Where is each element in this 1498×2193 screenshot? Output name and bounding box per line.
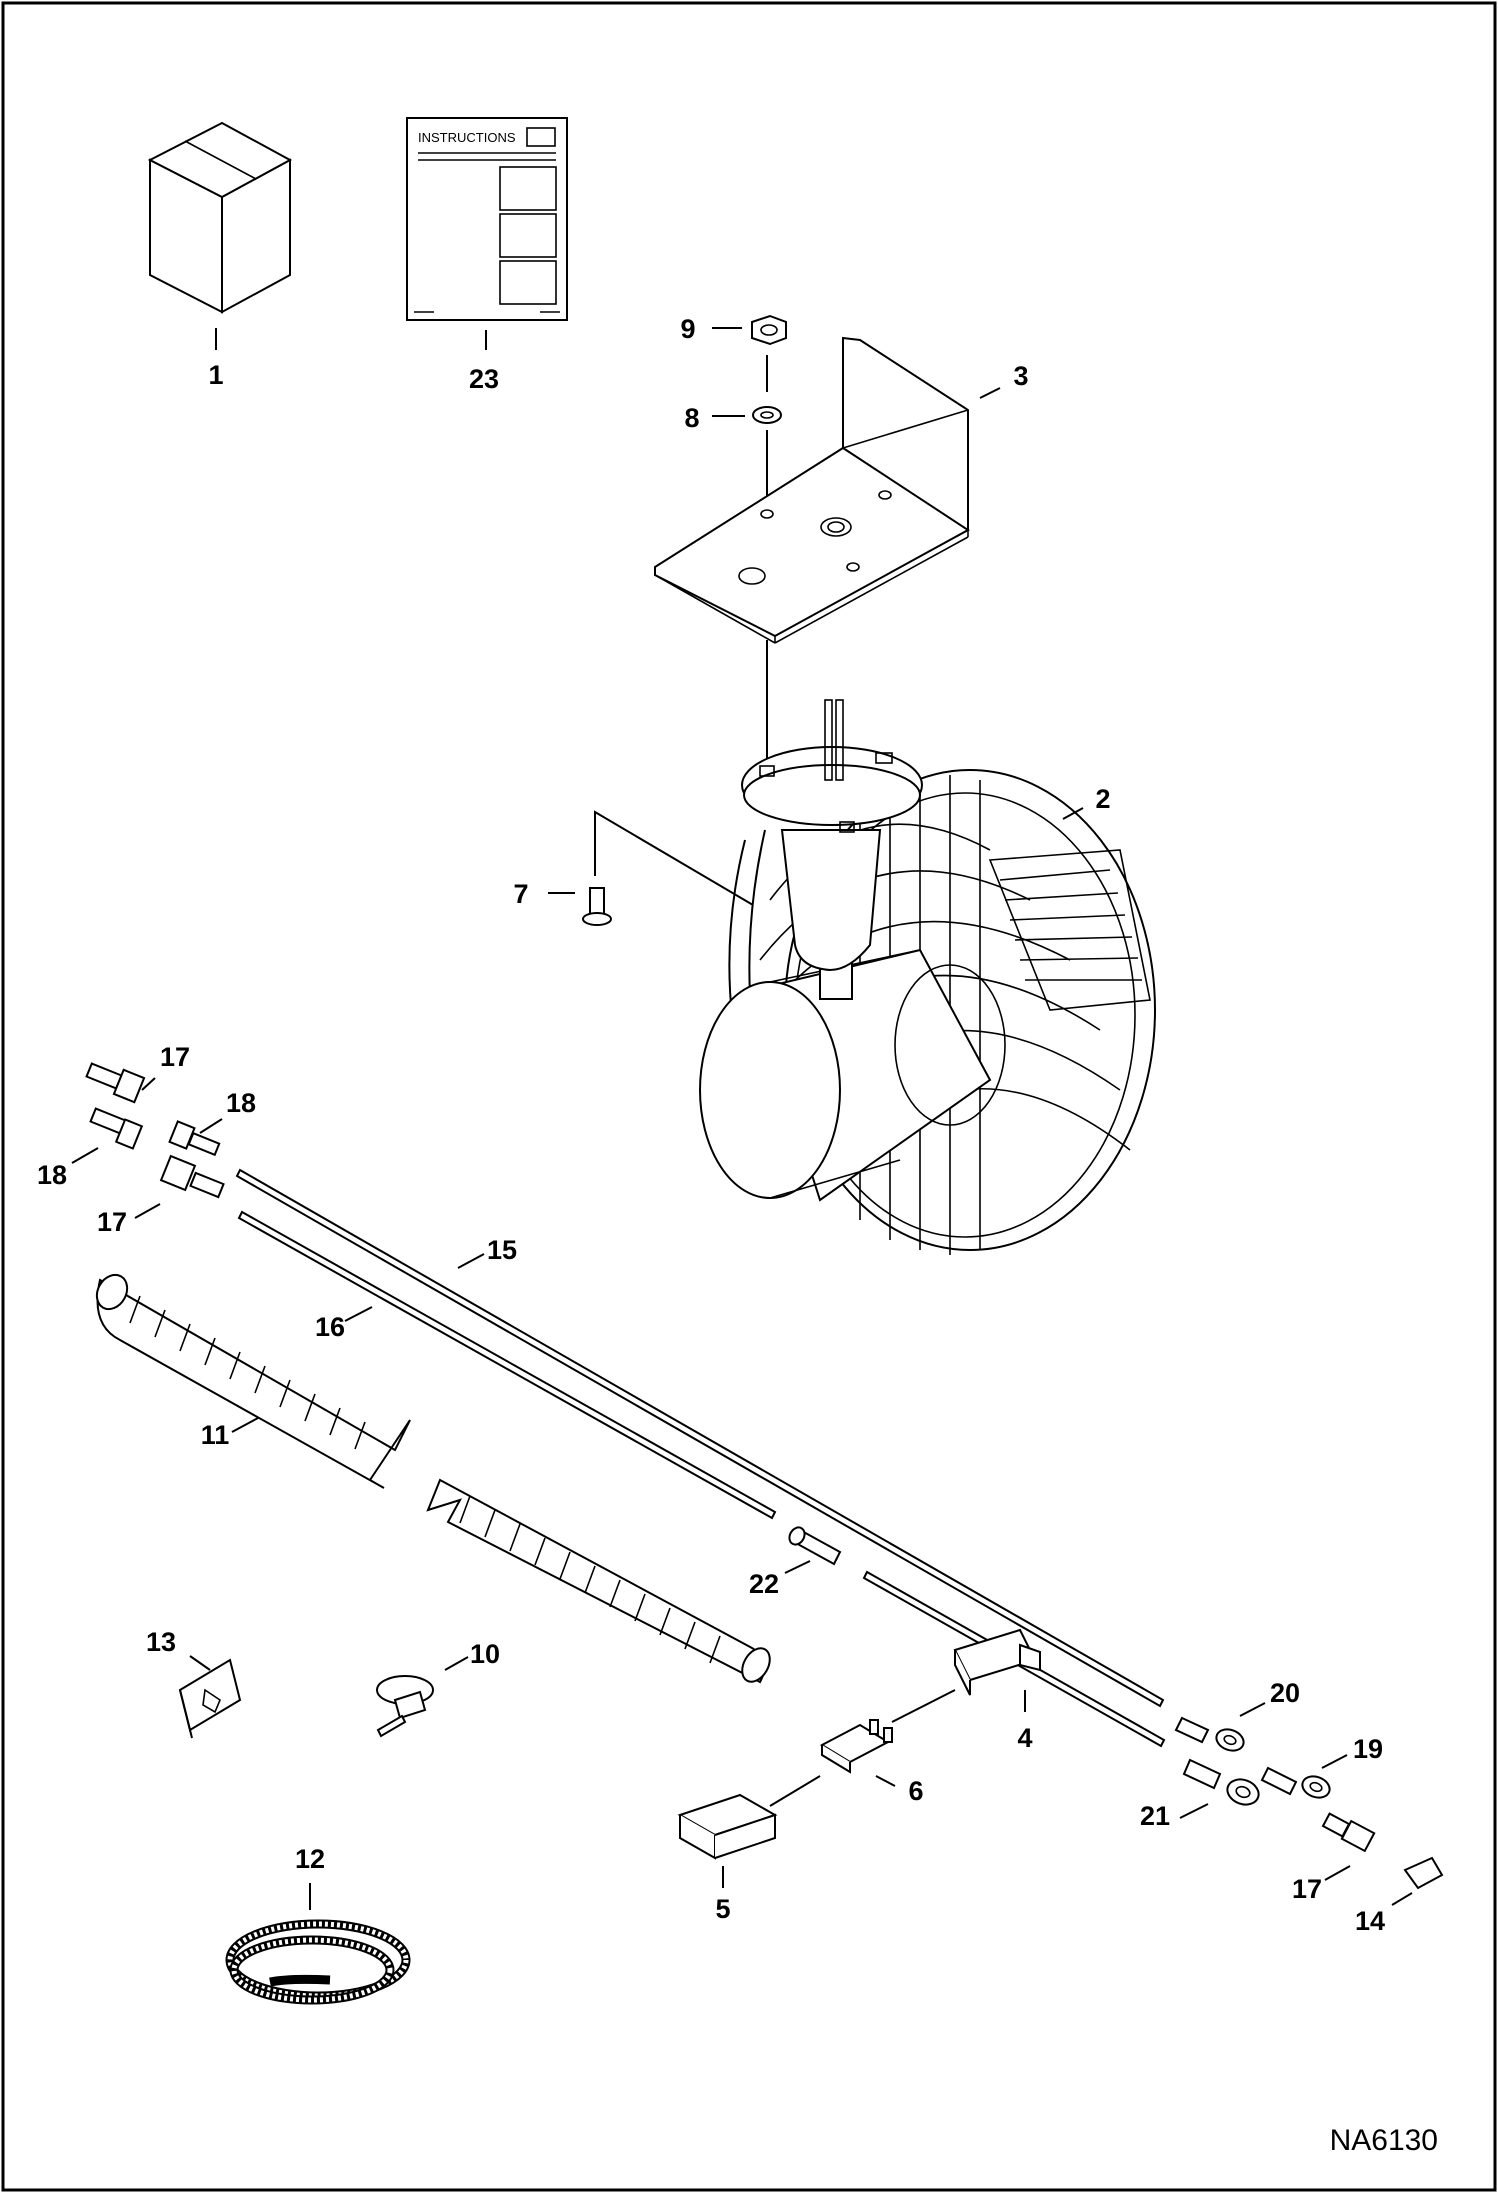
callout-5: 5 [715, 1894, 730, 1924]
callout-8: 8 [684, 403, 699, 433]
part-11-wrapped-hose [95, 1273, 771, 1684]
callout-3: 3 [1013, 361, 1028, 391]
part-17-connector-right [1321, 1812, 1376, 1881]
callout-13: 13 [146, 1627, 176, 1657]
callout-9: 9 [680, 314, 695, 344]
callout-17-top: 17 [160, 1042, 190, 1072]
callout-6: 6 [908, 1776, 923, 1806]
part-5-fuse-cover [677, 1793, 778, 1888]
part-3-bracket [654, 336, 1001, 760]
part-12-coiled-sleeve [225, 1883, 411, 2005]
callout-20: 20 [1270, 1678, 1300, 1708]
reference-code: NA6130 [1330, 2124, 1438, 2157]
callout-labels: 1 23 9 8 3 2 7 17 18 18 17 15 16 11 22 1… [37, 314, 1385, 1936]
part-1-box [147, 121, 293, 350]
callout-12: 12 [295, 1844, 325, 1874]
part-7-pin [548, 810, 754, 926]
part-20-ring-terminal [1174, 1702, 1266, 1752]
part-23-instructions-sheet: INSTRUCTIONS [406, 117, 568, 350]
part-4-fuse-holder [891, 1628, 1041, 1723]
part-6-fuse [769, 1719, 896, 1807]
callout-21: 21 [1140, 1801, 1170, 1831]
part-19-ring-terminal [1260, 1754, 1348, 1799]
part-2-hose-reel [699, 699, 1156, 1255]
callout-17-lower: 17 [97, 1207, 127, 1237]
callout-23: 23 [469, 364, 499, 394]
callout-16: 16 [315, 1312, 345, 1342]
part-14-connector [1391, 1856, 1444, 1906]
part-9-nut [712, 314, 787, 392]
part-22-splice [784, 1526, 842, 1574]
callout-11: 11 [201, 1420, 230, 1450]
callout-2: 2 [1095, 784, 1110, 814]
connector-group-left [71, 1062, 225, 1219]
part-15-tube [235, 1168, 1165, 1708]
callout-19: 19 [1353, 1734, 1383, 1764]
part-13-adhesive-mount [178, 1655, 242, 1739]
callout-18-right: 18 [226, 1088, 256, 1118]
callout-15: 15 [487, 1235, 517, 1265]
instructions-sheet-title: INSTRUCTIONS [418, 130, 516, 145]
part-8-washer [712, 406, 782, 505]
callout-17-right: 17 [1292, 1874, 1322, 1904]
callout-10: 10 [470, 1639, 500, 1669]
callout-18-left: 18 [37, 1160, 67, 1190]
part-21-ring-terminal [1179, 1758, 1260, 1819]
callout-14: 14 [1355, 1906, 1385, 1936]
callout-22: 22 [749, 1569, 779, 1599]
callout-7: 7 [513, 879, 528, 909]
callout-4: 4 [1017, 1723, 1032, 1753]
callout-1: 1 [208, 360, 223, 390]
part-10-cable-tie [376, 1656, 469, 1738]
